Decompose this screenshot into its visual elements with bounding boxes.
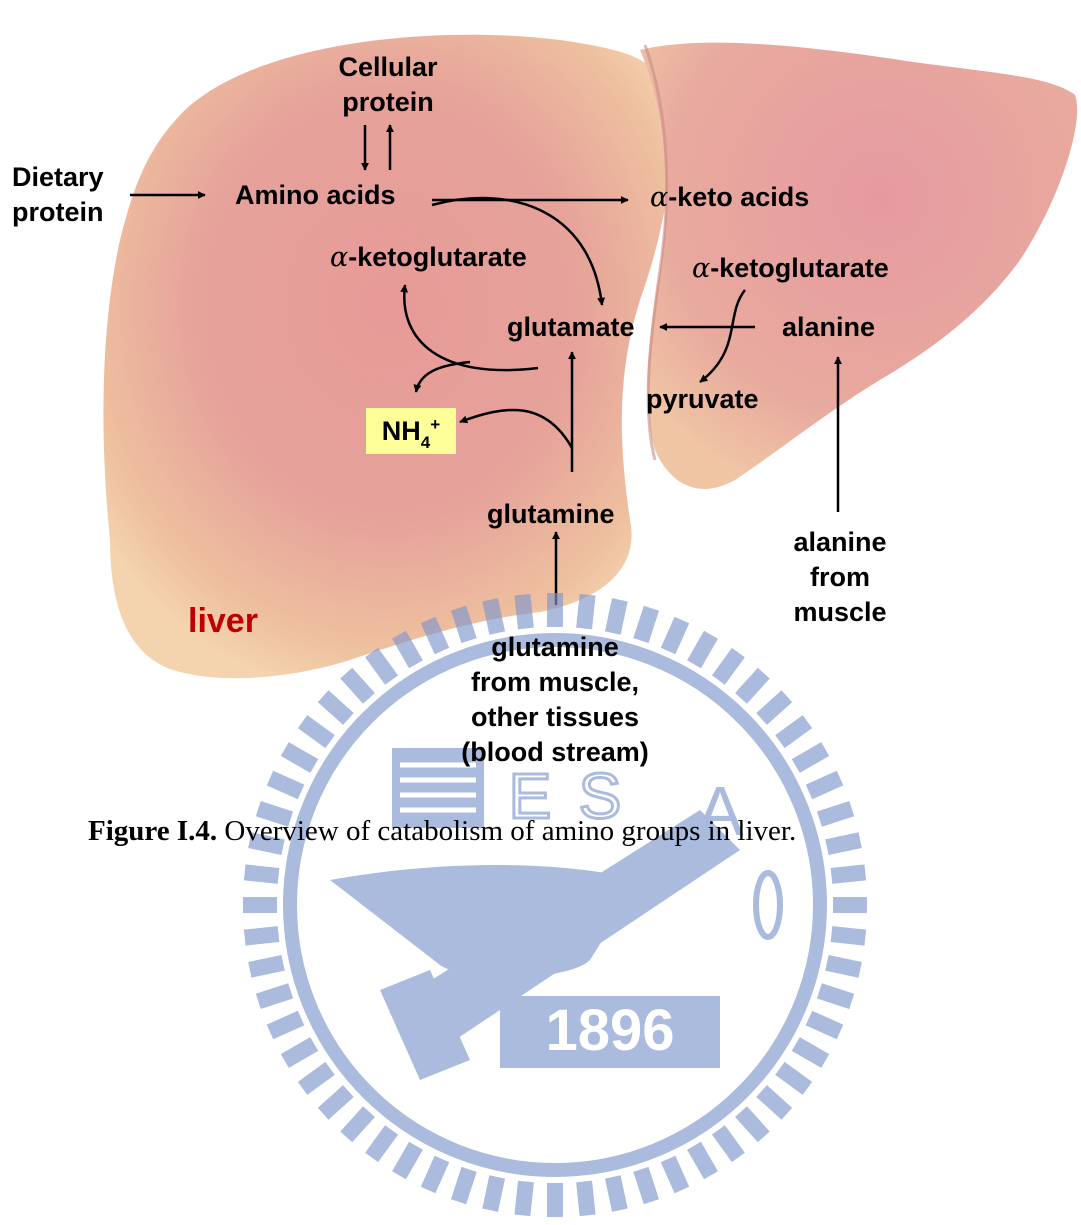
label-glutamine-from-muscle: glutamine from muscle, other tissues (bl… xyxy=(430,630,680,770)
label-alanine: alanine xyxy=(782,310,875,345)
label-pyruvate: pyruvate xyxy=(646,382,759,417)
watermark-tick xyxy=(613,1177,620,1210)
watermark-tick xyxy=(584,595,588,629)
caption-text: Overview of catabolism of amino groups i… xyxy=(217,815,796,847)
watermark-tick xyxy=(346,1112,369,1137)
watermark-tick xyxy=(250,963,283,970)
label-glutamate: glutamate xyxy=(507,310,635,345)
label-akg-left: α-ketoglutarate xyxy=(330,240,527,275)
watermark-tick xyxy=(668,1159,682,1190)
watermark-tick xyxy=(245,934,279,938)
watermark-tick xyxy=(827,963,860,970)
watermark-tick xyxy=(796,1044,825,1061)
watermark-tick xyxy=(694,1146,711,1175)
nh4-base: NH xyxy=(382,416,421,446)
label-glutamine: glutamine xyxy=(487,497,615,532)
watermark-tick xyxy=(741,1112,764,1137)
watermark-tick xyxy=(270,778,301,792)
liver-illustration xyxy=(103,35,1077,679)
watermark-tick xyxy=(303,722,331,742)
watermark-tick xyxy=(372,1130,392,1158)
watermark-tick xyxy=(346,673,369,698)
watermark-tick xyxy=(303,1068,331,1088)
watermark-tick xyxy=(428,1159,442,1190)
watermark-tick xyxy=(323,1091,348,1114)
watermark-tick xyxy=(819,991,851,1002)
watermark-tick xyxy=(613,600,620,633)
watermark-tick xyxy=(809,1018,840,1032)
watermark-tick xyxy=(522,1181,526,1215)
watermark-tick xyxy=(285,749,314,766)
watermark-tick xyxy=(372,653,392,681)
watermark-tick xyxy=(522,595,526,629)
watermark-tick xyxy=(490,600,497,633)
watermark-tick xyxy=(285,1044,314,1061)
watermark-tick xyxy=(762,1091,787,1114)
watermark-tick xyxy=(459,1169,470,1201)
liver-left-lobe xyxy=(103,35,671,679)
label-alanine-from-muscle: alanine from muscle xyxy=(770,525,910,630)
watermark-tick xyxy=(641,1169,652,1201)
watermark-tick xyxy=(831,872,865,876)
watermark-tick xyxy=(780,722,808,742)
label-liver: liver xyxy=(188,604,258,639)
watermark-tick xyxy=(258,991,290,1002)
watermark-tick xyxy=(323,696,348,719)
watermark-tick xyxy=(827,840,860,847)
watermark-tick xyxy=(819,809,851,820)
watermark-tick xyxy=(245,872,279,876)
label-akg-right: α-ketoglutarate xyxy=(692,251,889,286)
watermark-tick xyxy=(762,696,787,719)
watermark-tick xyxy=(809,778,840,792)
figure-caption: Figure I.4. Overview of catabolism of am… xyxy=(88,815,796,848)
watermark-tick xyxy=(780,1068,808,1088)
watermark-tick xyxy=(796,749,825,766)
watermark-tick xyxy=(399,1146,416,1175)
label-dietary-protein: Dietary protein xyxy=(12,160,104,230)
watermark-tick xyxy=(718,653,738,681)
watermark-tick xyxy=(270,1018,301,1032)
watermark-tick xyxy=(718,1130,738,1158)
watermark-year: 1896 xyxy=(545,998,674,1063)
watermark-tick xyxy=(831,934,865,938)
watermark-tick xyxy=(584,1181,588,1215)
nh4-superscript: + xyxy=(430,415,440,434)
nh4-box: NH4+ xyxy=(366,408,456,454)
nh4-subscript: 4 xyxy=(421,433,430,452)
watermark-tick xyxy=(741,673,764,698)
watermark-tick xyxy=(694,635,711,664)
label-cellular-protein: Cellular protein xyxy=(318,50,458,120)
caption-label: Figure I.4. xyxy=(88,815,217,847)
label-keto-acids: α-keto acids xyxy=(650,180,809,215)
watermark-tick xyxy=(490,1177,497,1210)
label-amino-acids: Amino acids xyxy=(235,178,396,213)
